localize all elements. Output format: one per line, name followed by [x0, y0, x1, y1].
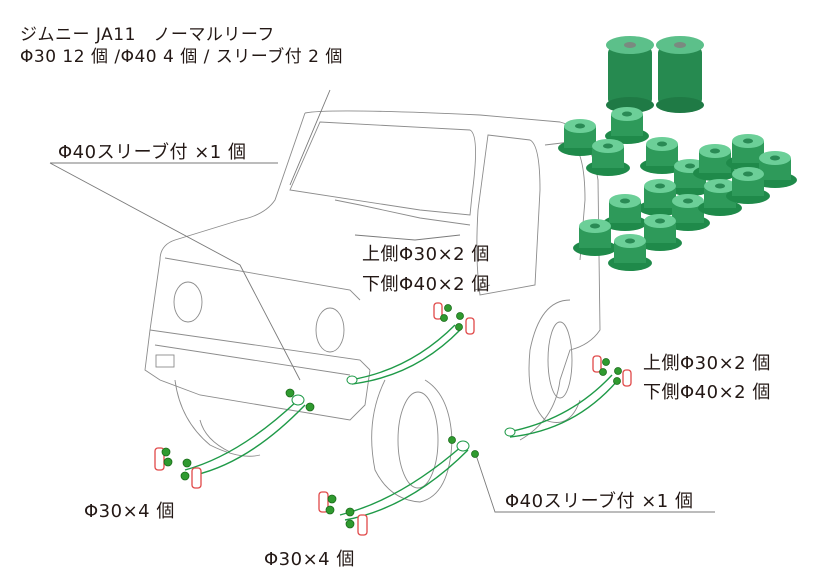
leader-lines	[49, 89, 715, 513]
rear-left-leaf-spring	[318, 436, 479, 536]
sleeve-bushing	[606, 36, 654, 113]
small-bushing	[638, 214, 682, 251]
small-bushing	[666, 194, 710, 231]
small-bushing	[605, 107, 649, 144]
callout-rear-right-lower: 下側Φ40×2 個	[643, 382, 771, 403]
callout-rear-right-upper: 上側Φ30×2 個	[643, 353, 771, 374]
small-bushing	[608, 234, 652, 271]
callout-front-right-lower: 下側Φ40×2 個	[362, 274, 490, 295]
callout-front-left-count: Φ30×4 個	[84, 501, 175, 522]
small-bushing	[586, 139, 630, 176]
sleeve-bushing	[656, 36, 704, 113]
vehicle-title: ジムニー JA11 ノーマルリーフ	[20, 25, 275, 45]
small-bushing	[753, 151, 797, 188]
small-bushing	[640, 137, 684, 174]
small-bushing	[726, 167, 770, 204]
rear-right-leaf-spring	[504, 355, 632, 438]
small-bushing	[693, 144, 737, 181]
callout-rear-left-count: Φ30×4 個	[264, 549, 355, 570]
car-outline	[144, 110, 601, 503]
small-bushing	[638, 179, 682, 216]
callout-front-right-upper: 上側Φ30×2 個	[362, 244, 490, 265]
bushing-product-photo	[558, 36, 797, 271]
callout-front-sleeve: Φ40スリーブ付 ×1 個	[58, 142, 247, 163]
bushing-summary: Φ30 12 個 /Φ40 4 個 / スリーブ付 2 個	[20, 47, 343, 67]
callout-rear-sleeve: Φ40スリーブ付 ×1 個	[505, 491, 694, 512]
front-right-leaf-spring	[346, 302, 475, 385]
small-bushing	[698, 179, 742, 216]
small-bushing	[558, 119, 602, 156]
front-left-leaf-spring	[154, 388, 315, 489]
small-bushing	[573, 219, 617, 256]
small-bushing	[603, 194, 647, 231]
